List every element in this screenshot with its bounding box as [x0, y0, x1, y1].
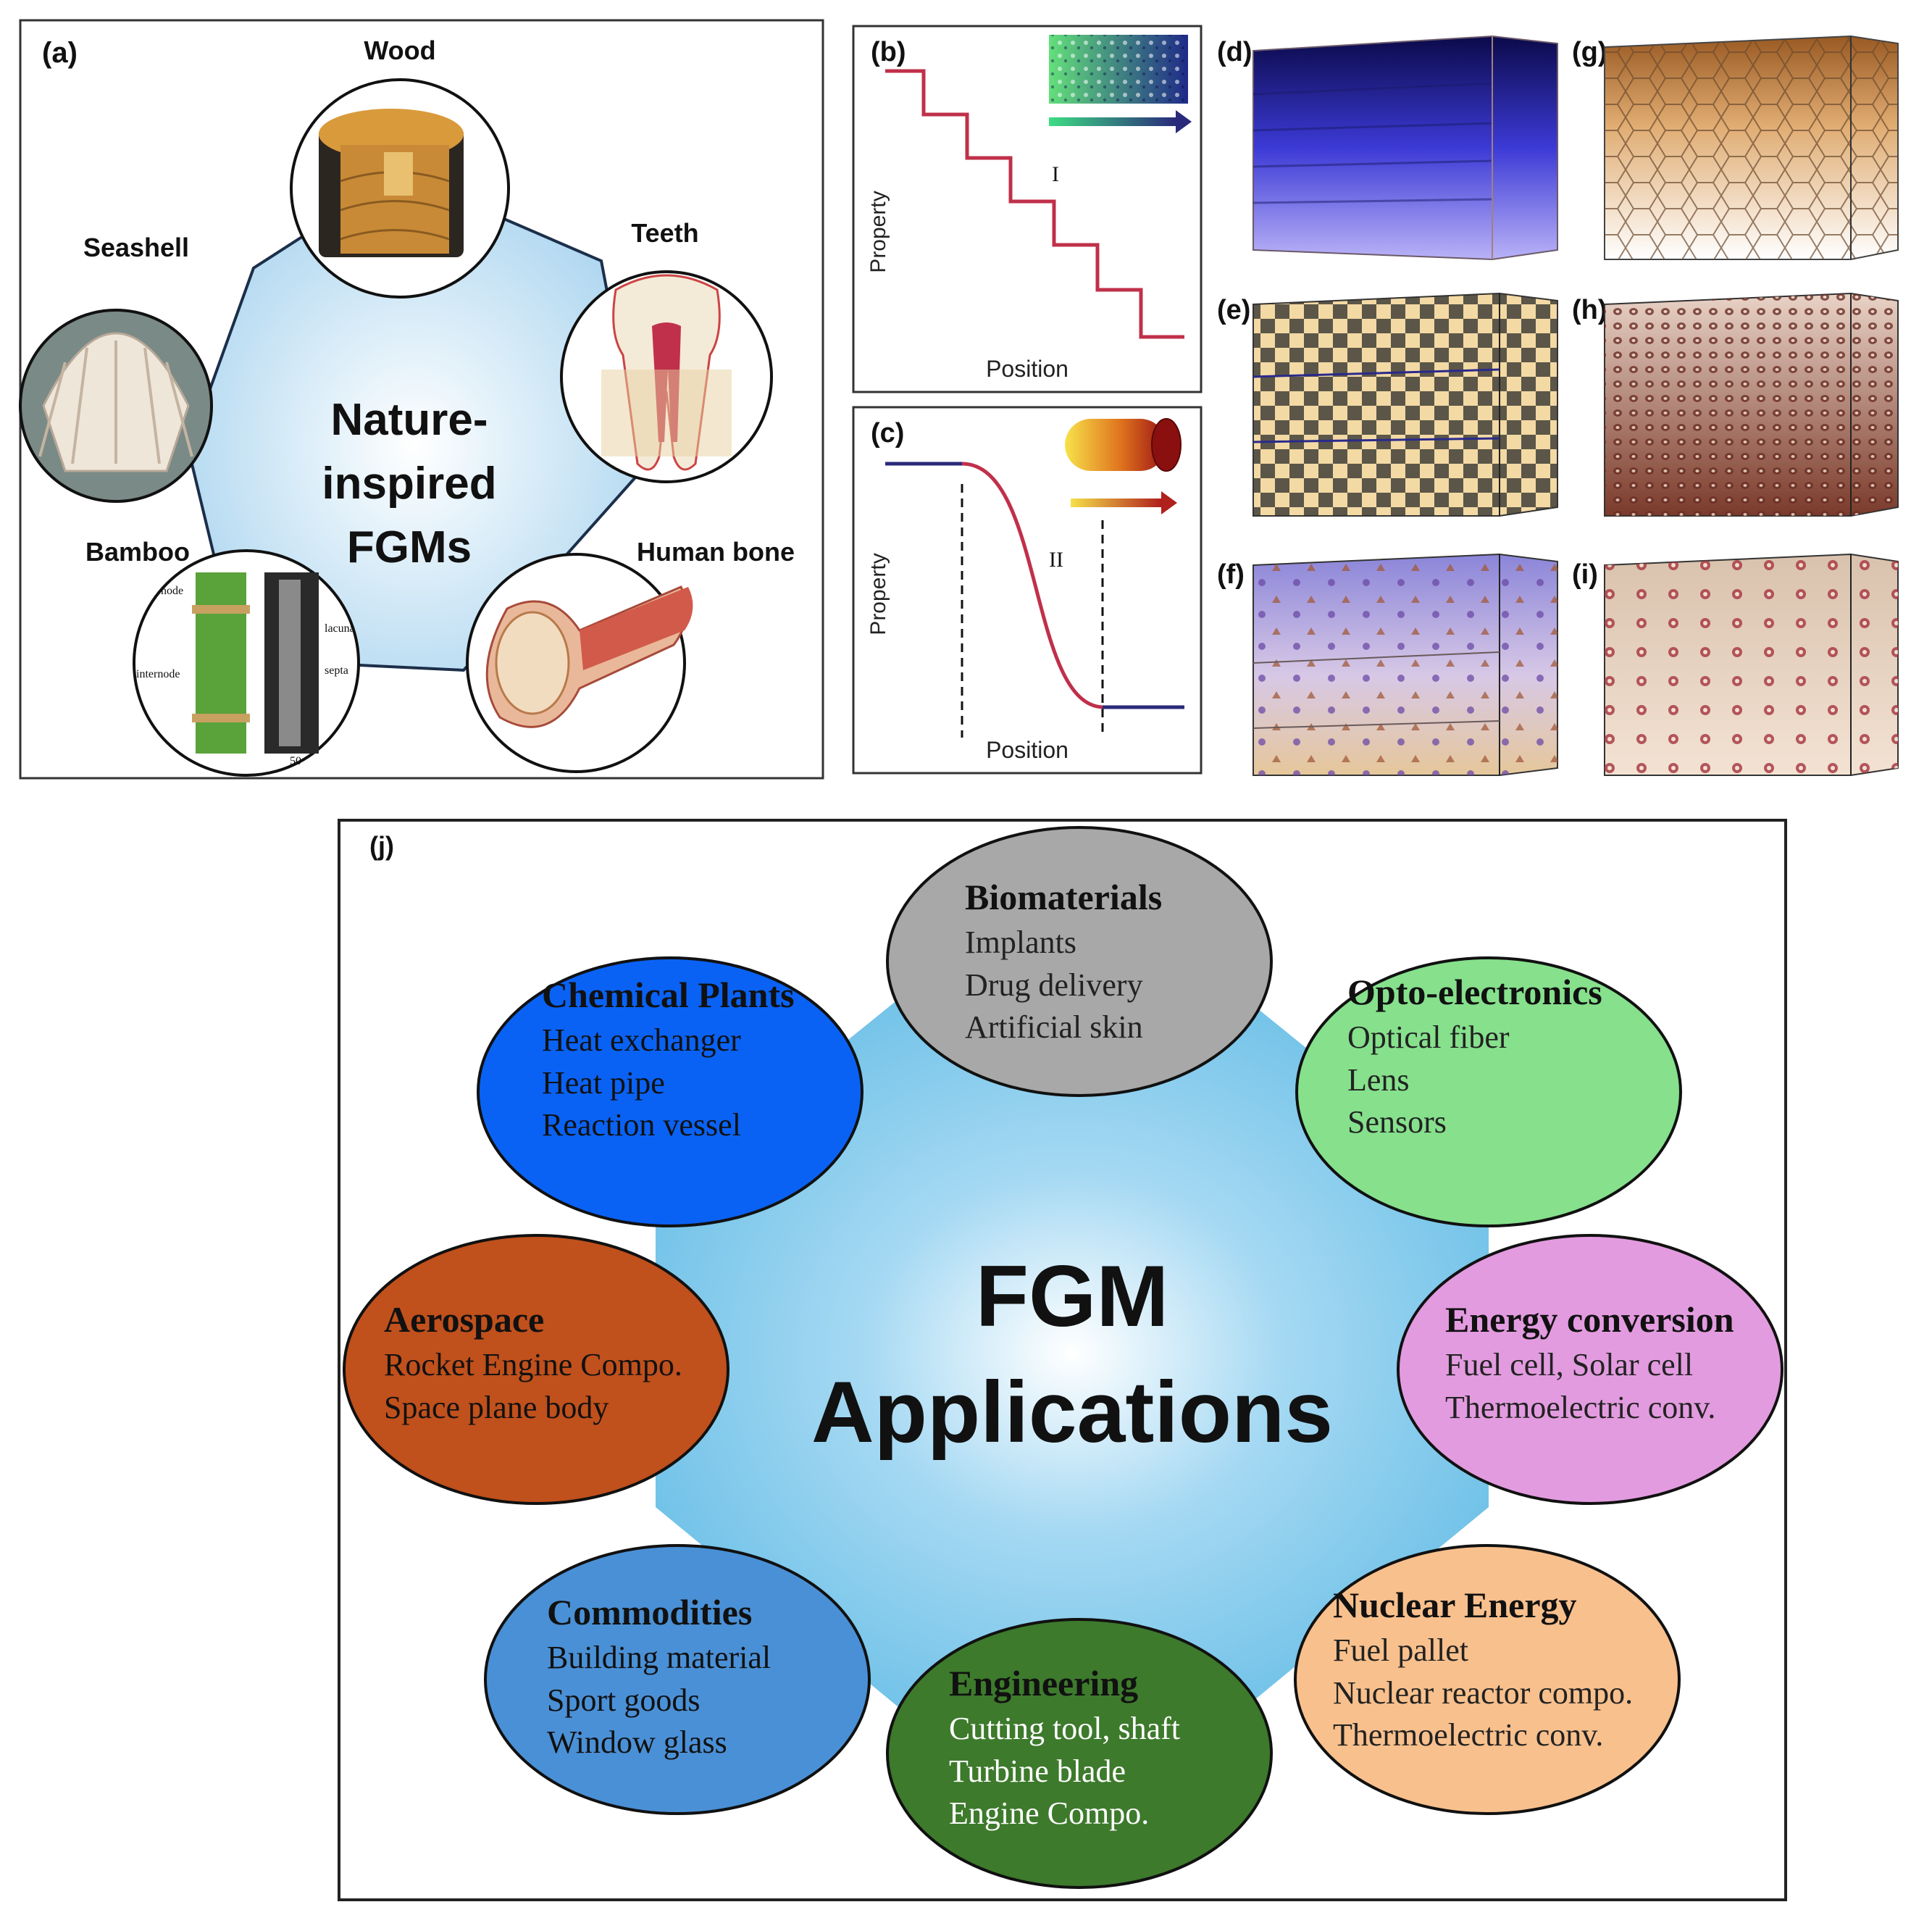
aerospace-item-1: Rocket Engine Compo.: [384, 1347, 682, 1382]
hub-text-line-3: FGMs: [347, 522, 472, 572]
panel-b-xlabel: Position: [986, 356, 1069, 382]
energy-item-2: Thermoelectric conv.: [1445, 1390, 1715, 1425]
opto-item-3: Sensors: [1347, 1104, 1447, 1140]
category-energy-conversion: Energy conversion Fuel cell, Solar cell …: [1397, 1234, 1783, 1505]
biomaterials-item-3: Artificial skin: [965, 1009, 1143, 1045]
panel-j: (j) FGM Applications Biomaterials Implan…: [338, 819, 1787, 1901]
panel-b-roman: I: [1052, 162, 1059, 186]
engineering-title: Engineering: [949, 1663, 1138, 1703]
nuclear-item-1: Fuel pallet: [1333, 1632, 1468, 1668]
panel-h-label: (h): [1572, 295, 1607, 325]
panel-c-label: (c): [871, 418, 904, 449]
chemical-item-2: Heat pipe: [542, 1065, 665, 1101]
bamboo-annotation-lacuna: lacuna: [325, 622, 355, 635]
panel-a: (a) Nature- inspired FGMs Wood Teeth Hum…: [19, 19, 824, 780]
category-aerospace: Aerospace Rocket Engine Compo. Space pla…: [343, 1234, 729, 1505]
nuclear-title: Nuclear Energy: [1333, 1585, 1577, 1625]
bamboo-annotation-scale: 50: [290, 755, 301, 767]
panel-b-step-curve: [885, 69, 1184, 339]
panel-b-label: (b): [871, 37, 906, 67]
engineering-item-1: Cutting tool, shaft: [949, 1711, 1180, 1746]
commodities-item-3: Window glass: [547, 1724, 727, 1760]
commodities-title: Commodities: [547, 1592, 752, 1632]
energy-title: Energy conversion: [1445, 1299, 1734, 1340]
panel-f: (f): [1217, 553, 1558, 776]
aerospace-title: Aerospace: [384, 1299, 544, 1340]
panel-d-label: (d): [1217, 37, 1253, 67]
panel-c-xlabel: Position: [986, 737, 1069, 763]
teeth-label: Teeth: [631, 218, 698, 248]
center-title-line-1: FGM: [976, 1248, 1169, 1345]
hub-text-line-1: Nature-: [330, 395, 488, 445]
panel-i-label: (i): [1572, 559, 1598, 590]
hub-text-line-2: inspired: [322, 459, 496, 509]
bamboo-annotation-septa: septa: [325, 664, 348, 677]
bamboo-annotation-node: node: [161, 585, 183, 597]
chemical-item-1: Heat exchanger: [542, 1022, 741, 1058]
panel-c-gradient-arrow: [1071, 491, 1177, 514]
panel-d: (d): [1217, 35, 1558, 261]
biomaterials-item-2: Drug delivery: [965, 967, 1143, 1003]
central-octagon: [656, 996, 1489, 1710]
nuclear-item-2: Nuclear reactor compo.: [1333, 1675, 1633, 1711]
engineering-item-3: Engine Compo.: [949, 1795, 1149, 1831]
category-chemical-plants: Chemical Plants Heat exchanger Heat pipe…: [477, 956, 863, 1227]
chemical-title: Chemical Plants: [542, 975, 795, 1015]
opto-item-2: Lens: [1347, 1062, 1410, 1098]
commodities-item-1: Building material: [547, 1640, 771, 1675]
panel-b-mosaic-inset: [1049, 35, 1188, 104]
category-opto-electronics: Opto-electronics Optical fiber Lens Sens…: [1295, 956, 1682, 1227]
seashell-image: [19, 309, 213, 503]
wood-image: [290, 78, 510, 299]
aerospace-item-2: Space plane body: [384, 1390, 609, 1425]
commodities-item-2: Sport goods: [547, 1682, 700, 1718]
engineering-item-2: Turbine blade: [949, 1753, 1126, 1789]
seashell-label: Seashell: [83, 233, 189, 262]
panels-3d: (d) (g) (e) (h) (f): [1217, 35, 1899, 776]
panel-i: (i): [1572, 553, 1899, 776]
panel-e-label: (e): [1217, 295, 1250, 325]
panel-j-label: (j): [369, 831, 394, 861]
nuclear-item-3: Thermoelectric conv.: [1333, 1717, 1603, 1753]
panel-a-label: (a): [42, 37, 78, 69]
panel-e: (e): [1217, 292, 1558, 517]
panel-b-gradient-arrow: [1049, 110, 1192, 133]
biomaterials-item-1: Implants: [965, 925, 1076, 960]
energy-item-1: Fuel cell, Solar cell: [1445, 1347, 1693, 1382]
panel-g: (g): [1572, 35, 1899, 260]
panel-b-ylabel: Property: [866, 191, 890, 272]
opto-title: Opto-electronics: [1347, 972, 1602, 1012]
human-bone-label: Human bone: [637, 537, 795, 567]
panel-b: (b) I Property Position: [852, 25, 1203, 393]
bamboo-image: [133, 549, 360, 777]
biomaterials-title: Biomaterials: [965, 877, 1162, 917]
teeth-image: [560, 270, 773, 483]
bamboo-annotation-internode: internode: [136, 668, 180, 680]
center-title-line-2: Applications: [811, 1364, 1333, 1461]
opto-item-1: Optical fiber: [1347, 1019, 1510, 1055]
category-commodities: Commodities Building material Sport good…: [484, 1544, 871, 1815]
panel-h: (h): [1572, 292, 1899, 517]
wood-label: Wood: [364, 36, 435, 65]
panel-c: (c) II Property Position: [852, 406, 1203, 775]
category-nuclear-energy: Nuclear Energy Fuel pallet Nuclear react…: [1294, 1544, 1681, 1815]
chemical-item-3: Reaction vessel: [542, 1107, 741, 1143]
panel-c-sigmoid-curve: [961, 462, 1103, 709]
human-bone-image: [466, 553, 693, 773]
panel-f-label: (f): [1217, 559, 1245, 590]
category-biomaterials: Biomaterials Implants Drug delivery Arti…: [886, 826, 1273, 1097]
category-engineering: Engineering Cutting tool, shaft Turbine …: [886, 1618, 1273, 1889]
bamboo-label: Bamboo: [85, 537, 190, 567]
panel-c-roman: II: [1049, 548, 1063, 572]
panel-c-cylinder-inset: [1065, 418, 1182, 472]
panel-c-ylabel: Property: [866, 553, 890, 635]
panel-g-label: (g): [1572, 37, 1607, 67]
